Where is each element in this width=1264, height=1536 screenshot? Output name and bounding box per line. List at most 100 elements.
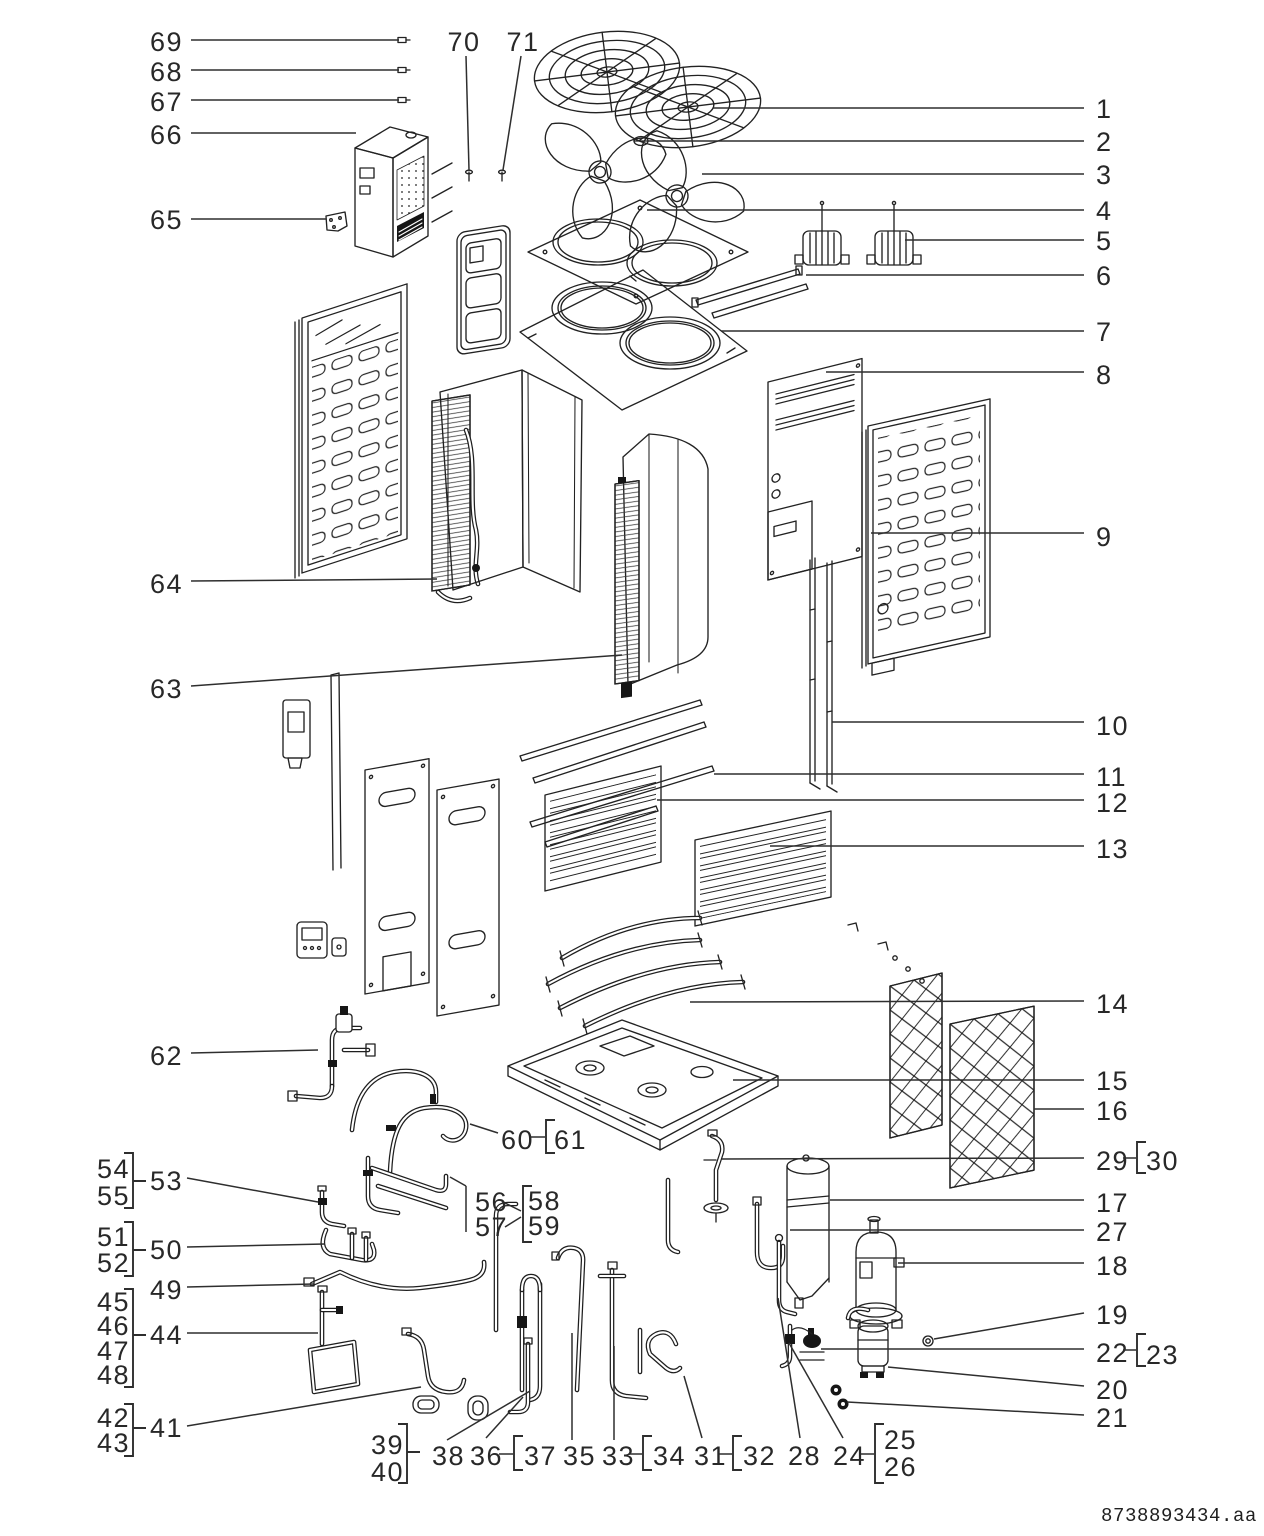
- electrical-control-box: [354, 126, 453, 258]
- grommets-21: [830, 1384, 849, 1410]
- callout-31: 31: [694, 1441, 727, 1471]
- callout-21: 21: [1096, 1403, 1129, 1433]
- callout-45: 45: [97, 1287, 130, 1317]
- leader-50: [186, 1243, 326, 1248]
- fan-motor-left: [794, 200, 850, 266]
- heat-exchanger-coil-right: [614, 477, 640, 699]
- group-bracket-9: [513, 1435, 523, 1471]
- callout-35: 35: [563, 1441, 596, 1471]
- callout-54: 54: [97, 1154, 130, 1184]
- callout-69: 69: [150, 27, 183, 57]
- callout-18: 18: [1096, 1251, 1129, 1281]
- callout-59: 59: [528, 1211, 561, 1241]
- callout-63: 63: [150, 674, 183, 704]
- callout-4: 4: [1096, 196, 1113, 226]
- callout-37: 37: [524, 1441, 557, 1471]
- screw-69: [397, 36, 411, 44]
- leader-63: [190, 654, 623, 687]
- leader-20: [887, 1366, 1085, 1387]
- callout-8: 8: [1096, 360, 1113, 390]
- leader-38: [446, 1390, 531, 1441]
- callout-62: 62: [150, 1041, 183, 1071]
- leader-71: [502, 55, 522, 171]
- louver-panel-left: [544, 765, 662, 892]
- leader-36: [485, 1396, 524, 1439]
- callout-3: 3: [1096, 160, 1113, 190]
- callout-29: 29: [1096, 1146, 1129, 1176]
- leader-64: [190, 578, 438, 582]
- group-bracket-0: [124, 1152, 146, 1209]
- corner-panel: [439, 369, 583, 593]
- callout-20: 20: [1096, 1375, 1129, 1405]
- callout-5: 5: [1096, 226, 1113, 256]
- group-bracket-4: [398, 1423, 420, 1484]
- group-bracket-5: [545, 1119, 555, 1154]
- side-panel-8: [767, 357, 863, 581]
- group-bracket-11: [732, 1435, 742, 1471]
- leader-14: [689, 1000, 1085, 1003]
- group-bracket-7: [1136, 1141, 1146, 1174]
- callout-40: 40: [371, 1457, 404, 1487]
- accumulator-tank-17: [786, 1154, 830, 1309]
- compressor-18: [849, 1215, 905, 1329]
- callout-14: 14: [1096, 989, 1129, 1019]
- screw-70: [464, 169, 474, 182]
- leader-53: [186, 1177, 319, 1203]
- callout-48: 48: [97, 1360, 130, 1390]
- callout-22: 22: [1096, 1338, 1129, 1368]
- group-bracket-8: [1136, 1333, 1146, 1367]
- callout-43: 43: [97, 1428, 130, 1458]
- callout-16: 16: [1096, 1096, 1129, 1126]
- side-rail: [330, 672, 342, 871]
- leader-24: [788, 1342, 844, 1439]
- pipe-assembly-50: [320, 1227, 377, 1263]
- callout-26: 26: [884, 1452, 917, 1482]
- callout-27: 27: [1096, 1217, 1129, 1247]
- solenoid-valve-22: [791, 1327, 825, 1361]
- pipe-assembly-41: [401, 1327, 467, 1395]
- callout-52: 52: [97, 1248, 130, 1278]
- callout-33: 33: [602, 1441, 635, 1471]
- orifice-plate: [527, 199, 749, 305]
- service-panel-right: [436, 778, 500, 1017]
- pipe-assembly-53: [317, 1185, 347, 1229]
- connector-8: [504, 1216, 522, 1228]
- leader-49: [186, 1283, 315, 1288]
- screw-68: [397, 66, 411, 74]
- callout-53: 53: [150, 1166, 183, 1196]
- leader-31: [683, 1375, 703, 1439]
- leader-41: [186, 1386, 422, 1427]
- pipe-assembly-60: [349, 1068, 469, 1216]
- group-bracket-10: [642, 1435, 652, 1471]
- callout-15: 15: [1096, 1066, 1129, 1096]
- pipe-assembly-38: [517, 1273, 543, 1403]
- callout-64: 64: [150, 569, 183, 599]
- pipe-assembly-44: [307, 1285, 361, 1395]
- callout-65: 65: [150, 205, 183, 235]
- callout-24: 24: [833, 1441, 866, 1471]
- callout-70: 70: [447, 27, 480, 57]
- pipe-29: [703, 1129, 729, 1223]
- group-bracket-6: [522, 1185, 532, 1243]
- callout-47: 47: [97, 1336, 130, 1366]
- ring-duct-plate: [519, 269, 748, 411]
- callout-11: 11: [1096, 762, 1127, 792]
- parts-artwork: [282, 22, 1035, 1421]
- leader-28: [777, 1297, 801, 1439]
- louver-panel-right: [694, 810, 832, 927]
- callout-38: 38: [432, 1441, 465, 1471]
- callout-55: 55: [97, 1181, 130, 1211]
- leader-70: [465, 55, 470, 171]
- callout-56: 56: [475, 1187, 508, 1217]
- connector-7: [504, 1202, 522, 1212]
- screw-71: [497, 169, 507, 182]
- callout-30: 30: [1146, 1146, 1179, 1176]
- door-panel: [456, 225, 511, 355]
- mounting-bracket-65: [325, 211, 348, 232]
- callout-7: 7: [1096, 317, 1113, 347]
- callout-42: 42: [97, 1403, 130, 1433]
- callout-32: 32: [743, 1441, 776, 1471]
- callout-10: 10: [1096, 711, 1129, 741]
